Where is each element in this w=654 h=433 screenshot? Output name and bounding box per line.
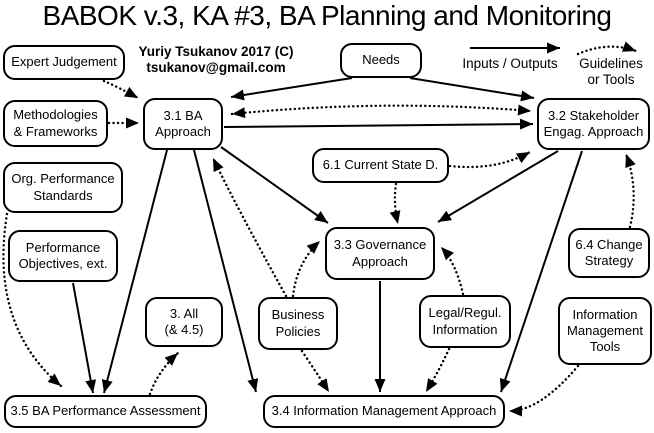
node-label: Policies (275, 323, 321, 339)
legend-guidelines-tools-label: Guidelines or Tools (574, 56, 648, 87)
node-all-tasks: 3. All(& 4.5) (145, 297, 223, 347)
node-needs: Needs (340, 43, 422, 78)
node-label: Performance (25, 239, 101, 255)
node-label: Expert Judgement (11, 54, 117, 70)
node-label: Strategy (584, 253, 634, 268)
node-perf-assessment-35: 3.5 BA Performance Assessment (4, 395, 207, 428)
node-label: Business (271, 307, 325, 323)
node-label: 3.3 Governance (333, 237, 427, 253)
node-label: Needs (362, 52, 400, 68)
node-label: Objectives, ext. (18, 256, 108, 271)
diagram-title: BABOK v.3, KA #3, BA Planning and Monito… (42, 0, 612, 31)
node-label: Standards (33, 187, 93, 203)
node-label: Approach (155, 124, 211, 139)
node-label: 3.2 Stakeholder (547, 107, 640, 123)
node-current-state-61: 6.1 Current State D. (312, 148, 449, 183)
node-legal-regul: Legal/Regul.Information (419, 295, 511, 348)
node-label: 3.1 BA (163, 107, 203, 123)
legend-guidelines-line2: or Tools (587, 71, 635, 87)
node-label: Methodologies (13, 107, 98, 123)
legend-guidelines-line1: Guidelines (579, 56, 643, 71)
node-label: Information (432, 321, 498, 337)
node-label: 3.4 Information Management Approach (271, 403, 497, 419)
node-label: Org. Performance (11, 171, 115, 187)
node-label: 6.4 Change (575, 236, 643, 252)
node-label: Management (567, 322, 643, 338)
node-label: Approach (352, 253, 408, 269)
node-methodologies: Methodologies& Frameworks (3, 100, 108, 147)
node-label: 3. All (169, 305, 199, 321)
legend-inputs-outputs-label: Inputs / Outputs (462, 56, 558, 71)
node-expert-judgement: Expert Judgement (3, 45, 125, 80)
node-label: Information (572, 306, 638, 322)
node-label: & Frameworks (13, 123, 98, 139)
node-label: 3.5 BA Performance Assessment (10, 403, 201, 419)
node-label: Engag. Approach (543, 124, 644, 139)
node-label: (& 4.5) (164, 322, 204, 337)
node-label: 6.1 Current State D. (322, 157, 439, 173)
node-info-mgmt-approach-34: 3.4 Information Management Approach (263, 395, 505, 428)
node-label: Tools (589, 339, 621, 355)
author-email: tsukanov@gmail.com (146, 60, 286, 76)
node-label: Legal/Regul. (428, 305, 502, 321)
author-name: Yuriy Tsukanov 2017 (C) (138, 44, 294, 59)
author-credit: Yuriy Tsukanov 2017 (C) tsukanov@gmail.c… (118, 44, 314, 76)
